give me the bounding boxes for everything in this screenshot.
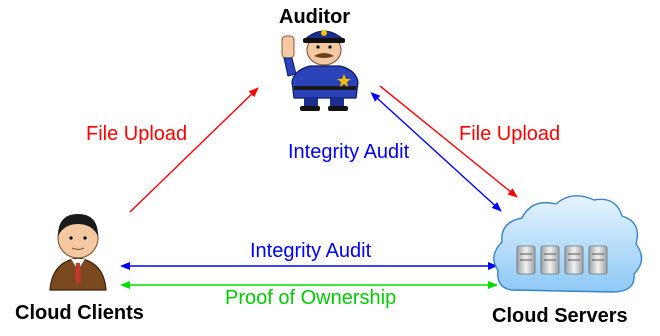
file-upload-right-label: File Upload (459, 123, 561, 145)
cloud-clients-label: Cloud Clients (15, 302, 144, 324)
cloud-servers-icon (493, 195, 643, 293)
integrity-audit-top-label: Integrity Audit (288, 141, 410, 163)
auditor-label: Auditor (279, 6, 351, 28)
edge-auditor-servers-audit (370, 91, 502, 212)
proof-of-ownership-label: Proof of Ownership (225, 287, 397, 309)
edge-client-upload-to-auditor (129, 87, 259, 213)
cloud-servers-label: Cloud Servers (492, 305, 628, 327)
file-upload-left-label: File Upload (86, 123, 188, 145)
integrity-audit-bottom-label: Integrity Audit (250, 240, 372, 262)
police-officer-icon (281, 30, 359, 111)
businessman-icon (49, 214, 107, 291)
